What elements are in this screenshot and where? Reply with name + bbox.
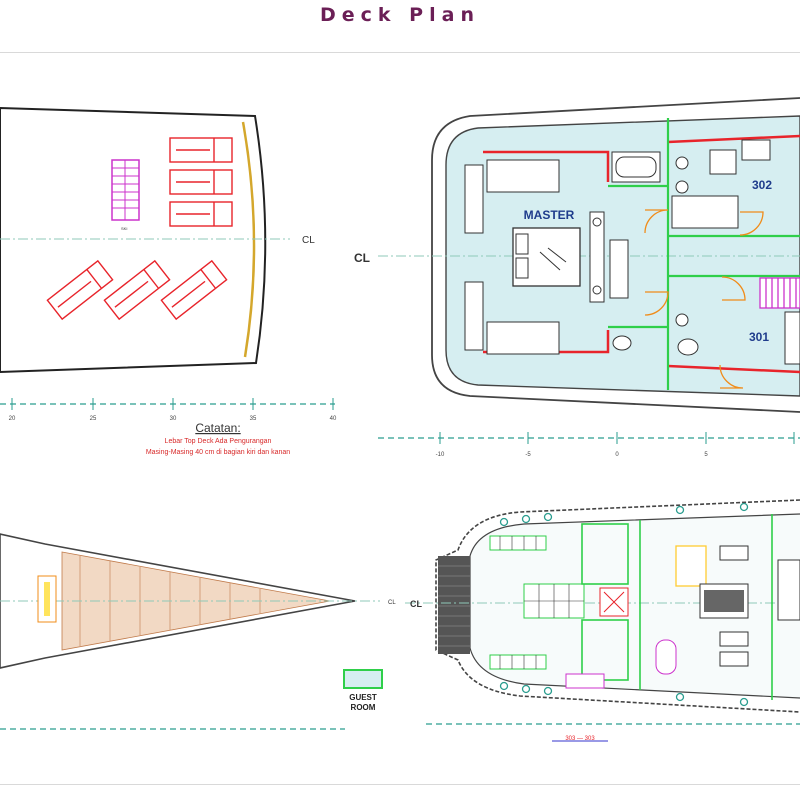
dining-chairs: [499, 536, 584, 669]
legend-label: GUEST: [349, 693, 377, 702]
toilet-icon: [677, 338, 699, 356]
cabin-walls: [483, 134, 800, 374]
legend-guest-room-swatch: [343, 669, 383, 689]
shower-stall: [609, 239, 629, 299]
fore-deck-cl-label: CL: [388, 600, 396, 606]
equipment-box: [719, 651, 749, 667]
tank-icon: [655, 639, 677, 675]
top-deck-stair: [111, 159, 140, 221]
header-divider: [0, 52, 800, 53]
washbasin-icon: [675, 156, 689, 170]
scale-tick: 25: [90, 416, 97, 422]
master-bed: [512, 227, 581, 287]
cabin-302-chair: [709, 149, 737, 175]
equipment-box: [719, 631, 749, 647]
scale-tick: 20: [9, 416, 16, 422]
scale-tick: 40: [330, 416, 337, 422]
master-sofa-top: [464, 164, 484, 234]
footer-divider: [0, 784, 800, 785]
legend-guest-room: GUEST ROOM: [343, 669, 383, 712]
washbasin-icon: [592, 285, 602, 295]
cabin-partitions: [608, 118, 800, 390]
top-deck-small-label: SKI: [121, 226, 127, 231]
single-bed-bottom: [486, 321, 560, 355]
cabin-301-bed: [784, 311, 800, 365]
scale-tick: -5: [525, 452, 531, 458]
portholes: [499, 502, 749, 707]
top-deck-rail: [241, 121, 256, 358]
section-reference: 303 — 303: [565, 736, 595, 742]
fore-deck-hatch-fill: [44, 582, 50, 616]
main-deck-plan: CL: [405, 499, 800, 742]
top-deck-scale: [0, 398, 335, 410]
scale-tick: 5: [704, 452, 708, 458]
sun-loungers-angled: [46, 259, 228, 321]
cabin-302-desk: [741, 139, 771, 161]
room-label-master: MASTER: [524, 208, 575, 222]
master-sofa-bottom: [464, 281, 484, 351]
cabin-doors: [644, 209, 764, 389]
sun-loungers-straight: [169, 137, 233, 227]
stern-grating-lines: [438, 565, 470, 647]
single-bed-top: [486, 159, 560, 193]
fore-deck-plan: CL: [0, 533, 396, 730]
cabin-deck-plan: CL MASTER: [354, 97, 800, 458]
engine-body: [704, 590, 744, 612]
cabin-deck-stair: [759, 277, 800, 309]
note-title: Catatan:: [195, 421, 240, 435]
room-label-302: 302: [752, 178, 772, 192]
main-deck-stern-grating: [438, 556, 470, 654]
cabin-deck-cl-label: CL: [354, 251, 370, 265]
note-line: Lebar Top Deck Ada Pengurangan: [165, 438, 272, 445]
scale-tick: 35: [250, 416, 257, 422]
washbasin-icon: [592, 217, 602, 227]
top-deck-cl-label: CL: [302, 235, 315, 246]
legend-label: ROOM: [351, 703, 376, 712]
equipment-box: [719, 545, 749, 561]
main-deck-cl-label: CL: [410, 599, 422, 609]
washbasin-icon: [675, 313, 689, 327]
room-label-301: 301: [749, 330, 769, 344]
note-line: Masing-Masing 40 cm di bagian kiri dan k…: [146, 449, 290, 456]
top-deck-plan: CL SKI: [0, 106, 337, 456]
scale-tick: -10: [436, 452, 445, 458]
master-wardrobe: [589, 211, 605, 303]
cabin-302-bed: [671, 195, 739, 229]
galley-unit: [675, 545, 707, 587]
stair-icon: [565, 673, 605, 689]
scale-tick: 0: [615, 452, 619, 458]
forward-cabin-unit: [777, 559, 800, 621]
page-title: Deck Plan: [320, 4, 480, 26]
scale-tick: 30: [170, 416, 177, 422]
toilet-icon: [612, 335, 632, 351]
bathtub-basin: [615, 156, 657, 178]
main-deck-partitions: [581, 514, 773, 700]
washbasin-icon: [675, 180, 689, 194]
engine-hatch-cross: [603, 591, 625, 613]
cabin-deck-scale: [378, 432, 800, 444]
